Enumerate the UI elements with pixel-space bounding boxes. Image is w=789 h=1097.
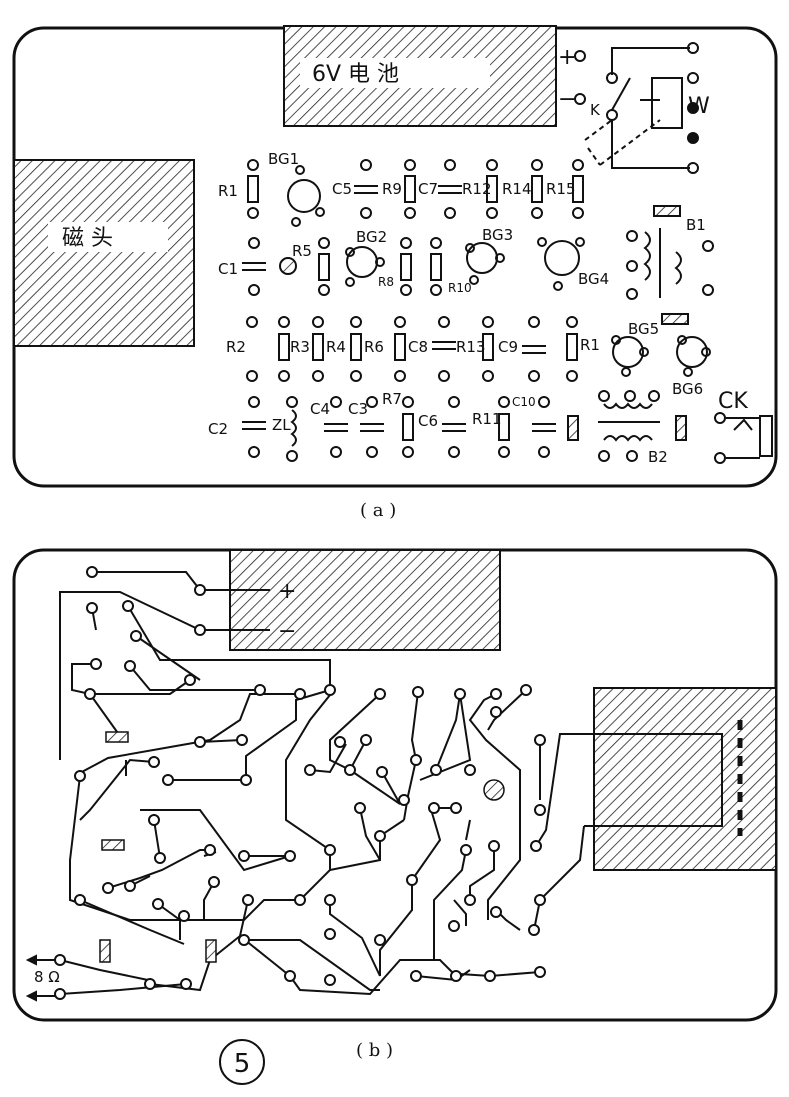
label-r16: R1 — [580, 336, 600, 354]
label-bg3: BG3 — [482, 226, 513, 244]
magnet-label: 磁 头 — [62, 226, 113, 251]
label-bg4: BG4 — [578, 270, 609, 288]
label-r13: R13 — [456, 338, 486, 356]
row2-components — [242, 205, 714, 325]
label-r10: R10 — [448, 281, 472, 295]
figure-number: 5 — [219, 1039, 265, 1085]
battery-minus-label: − — [558, 87, 576, 112]
label-b2: B2 — [648, 448, 668, 466]
label-bg1: BG1 — [268, 150, 299, 168]
battery-label: 6V 电 池 — [312, 62, 399, 87]
magnet-block-b — [593, 687, 777, 871]
label-r8: R8 — [378, 275, 394, 289]
caption-a: ( a ) — [360, 500, 396, 521]
magnet-head-block: 磁 头 — [13, 159, 195, 347]
label-c6: C6 — [418, 412, 438, 430]
battery-block: 6V 电 池 — [283, 25, 557, 127]
caption-b: ( b ) — [356, 1040, 393, 1061]
label-zl: ZL — [272, 416, 291, 434]
battery-block-b — [229, 549, 501, 651]
label-c1: C1 — [218, 260, 238, 278]
label-c10: C10 — [512, 395, 536, 409]
label-r2: R2 — [226, 338, 246, 356]
label-r6: R6 — [364, 338, 384, 356]
label-b1: B1 — [686, 216, 706, 234]
label-c8: C8 — [408, 338, 428, 356]
jack-ck-label: CK — [718, 389, 748, 414]
label-bg5: BG5 — [628, 320, 659, 338]
row3-components — [246, 316, 711, 382]
pcb-hatched-parts — [99, 731, 505, 963]
label-c2: C2 — [208, 420, 228, 438]
row4-components — [242, 390, 773, 464]
switch-k-label: K — [590, 101, 601, 119]
label-bg6: BG6 — [672, 380, 703, 398]
label-c7: C7 — [418, 180, 438, 198]
label-c3: C3 — [348, 400, 368, 418]
label-c9: C9 — [498, 338, 518, 356]
switch-pot-area — [584, 42, 699, 174]
speaker-leads — [25, 954, 56, 1002]
head-coil — [570, 720, 743, 836]
panel-b: + − — [12, 548, 778, 1061]
label-r14: R14 — [502, 180, 532, 198]
battery-plus-label: + — [558, 45, 576, 70]
label-c5: C5 — [332, 180, 352, 198]
minus-label-b: − — [278, 619, 296, 644]
label-r15: R15 — [546, 180, 576, 198]
label-bg2: BG2 — [356, 228, 387, 246]
panel-a: 6V 电 池 磁 头 + − — [12, 25, 778, 521]
pcb-pads — [54, 566, 546, 1000]
label-r9: R9 — [382, 180, 402, 198]
pot-w-label: W — [688, 94, 710, 119]
label-r11: R11 — [472, 410, 502, 428]
row1-components — [247, 159, 584, 227]
figure-number-text: 5 — [234, 1049, 251, 1079]
label-r1: R1 — [218, 182, 238, 200]
label-r3: R3 — [290, 338, 310, 356]
label-r4: R4 — [326, 338, 346, 356]
plus-label-b: + — [278, 579, 296, 604]
label-r5: R5 — [292, 242, 312, 260]
label-r7: R7 — [382, 390, 402, 408]
speaker-label: 8 Ω — [34, 968, 60, 986]
label-r12: R12 — [462, 180, 492, 198]
label-c4: C4 — [310, 400, 330, 418]
